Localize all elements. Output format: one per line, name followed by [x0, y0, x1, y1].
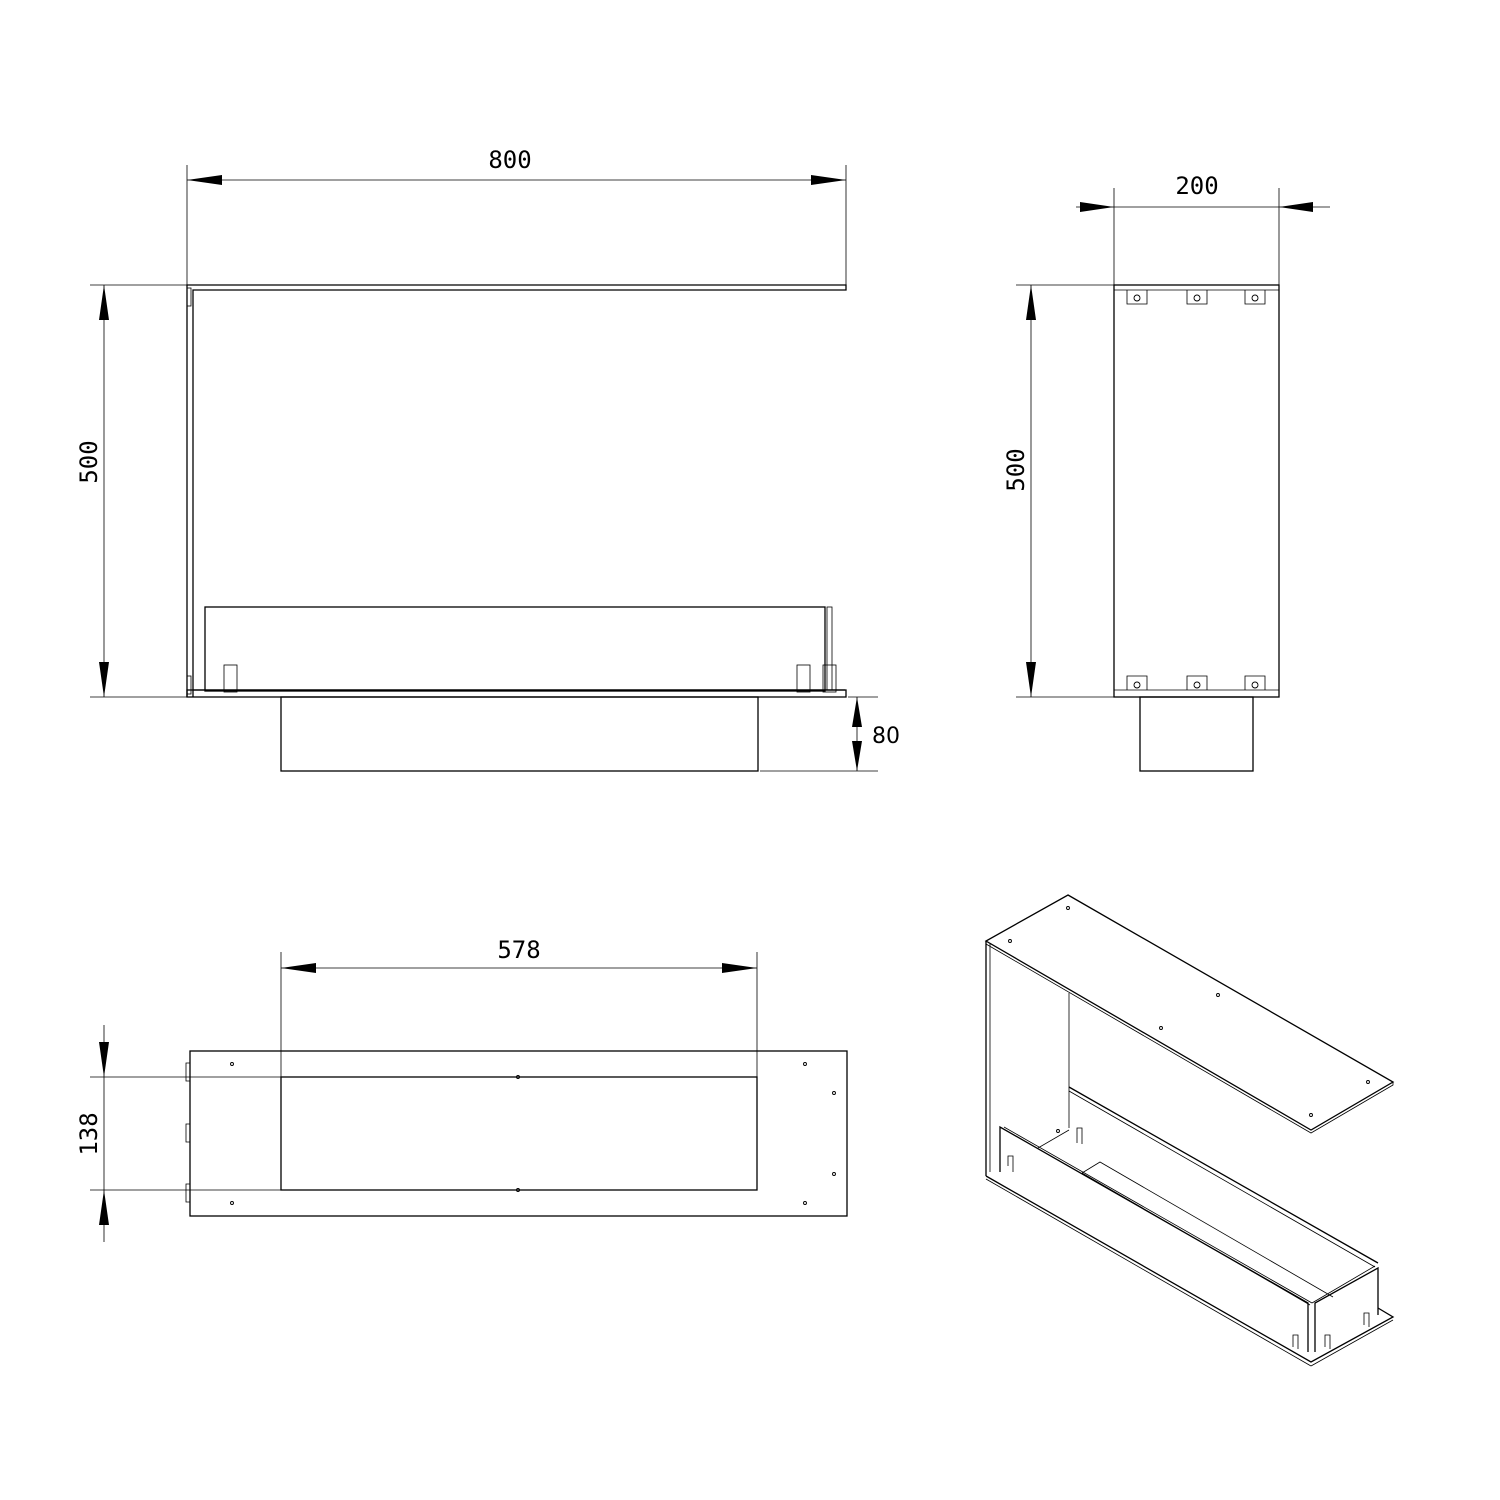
dimension-arrow — [1026, 285, 1036, 320]
side-view: 200 500 — [1002, 172, 1330, 772]
dimension-arrow — [722, 963, 757, 973]
front-width-dimension: 800 — [488, 146, 531, 174]
dimension-arrow — [852, 697, 862, 727]
side-height-dimension: 500 — [1002, 448, 1030, 491]
dimension-arrow — [99, 285, 109, 320]
opening-length-dimension: 578 — [497, 936, 540, 964]
dimension-arrow — [1279, 202, 1313, 212]
front-view: 800 500 80 — [75, 146, 900, 772]
dimension-arrow — [99, 1042, 109, 1077]
dimension-arrow — [1080, 202, 1114, 212]
burner-depth-dimension: 80 — [872, 724, 900, 749]
dimension-arrow — [852, 741, 862, 771]
dimension-arrow — [99, 662, 109, 697]
isometric-view — [984, 894, 1395, 1367]
front-height-dimension: 500 — [75, 440, 103, 483]
top-view: 578 138 — [75, 936, 848, 1242]
mounting-tabs — [1126, 290, 1266, 690]
dimension-arrow — [1026, 662, 1036, 697]
dimension-arrow — [99, 1190, 109, 1225]
opening-width-dimension: 138 — [75, 1112, 103, 1155]
fixing-holes — [230, 1062, 836, 1205]
dimension-arrow — [187, 175, 222, 185]
side-width-dimension: 200 — [1175, 172, 1218, 200]
dimension-arrow — [811, 175, 846, 185]
dimension-arrow — [281, 963, 316, 973]
